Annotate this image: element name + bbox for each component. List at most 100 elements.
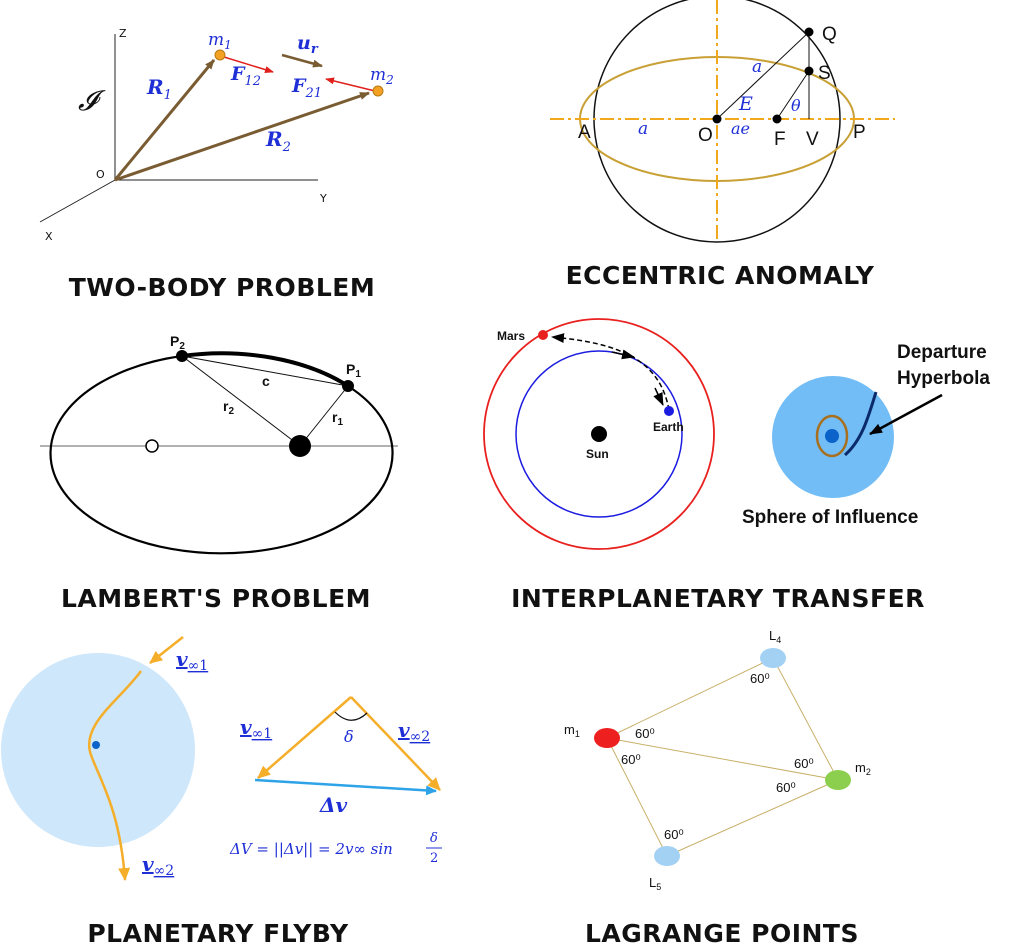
label-r2-sub: 2 — [228, 406, 234, 417]
label-r1: R1 — [146, 75, 172, 103]
label-p2: P2 — [170, 333, 185, 352]
lagrange-point-l4 — [760, 648, 786, 668]
edge-m1-m2 — [606, 737, 839, 781]
angle-at-l5: 60⁰ — [664, 827, 684, 842]
radius-r1 — [299, 385, 349, 447]
label-f21-base: F — [291, 75, 307, 97]
delta-v-vector — [254, 778, 437, 796]
caption-flyby: PLANETARY FLYBY — [87, 919, 349, 947]
label-m1-base: m — [208, 30, 224, 50]
angle-at-m2-upper: 60⁰ — [794, 756, 814, 771]
edge-l5-m2 — [666, 779, 839, 857]
vector-r1 — [113, 59, 216, 181]
panel-lagrange: L4 L5 m1 m2 60⁰ 60⁰ 60⁰ 60⁰ 60⁰ 60⁰ LAGR… — [564, 628, 871, 947]
formula-fraction-denominator: 2 — [430, 851, 438, 866]
panel-interplanetary: Mars Earth Sun Departure Hyperbola Spher… — [483, 318, 990, 613]
label-triangle-v-out-sub: ∞2 — [410, 729, 431, 745]
label-l4-sub: 4 — [776, 635, 781, 645]
delta-v-formula: ΔV = ||Δv|| = 2v∞ sin — [229, 840, 393, 858]
panel-two-body: Z Y X O 𝓘 m1 m2 R1 R2 F12 F21 ur TWO-BOD… — [39, 27, 394, 302]
earth — [664, 406, 674, 416]
origin-label: O — [96, 168, 105, 181]
label-l5-sub: 5 — [656, 882, 661, 892]
point-p1 — [342, 380, 354, 392]
unit-vector-ur — [281, 53, 323, 68]
hyperbola-pointer-arrow — [869, 393, 943, 436]
mars — [538, 330, 548, 340]
label-point-f: F — [774, 129, 786, 150]
label-r1-base: r — [332, 409, 338, 425]
axis-label-x: X — [45, 230, 53, 243]
label-point-o: O — [698, 125, 713, 146]
label-semi-major-top: a — [752, 57, 762, 77]
lagrange-point-l5 — [654, 846, 680, 866]
label-ur-base: u — [297, 32, 311, 54]
label-point-a: A — [578, 122, 591, 143]
label-r1-sub: 1 — [337, 417, 343, 428]
primary-mass-m1 — [594, 728, 620, 748]
label-m1-sub: 1 — [575, 729, 580, 739]
label-turn-angle: δ — [344, 727, 354, 746]
panel-eccentric-anomaly: A O F V P Q S a a ae E θ ECCENTRIC ANOMA… — [550, 0, 895, 290]
label-l5: L5 — [649, 875, 661, 892]
label-v-inf-out-base: v — [142, 852, 154, 876]
label-l5-base: L — [649, 875, 656, 890]
label-m2-sub: 2 — [385, 73, 394, 87]
sun — [591, 426, 607, 442]
label-p1: P1 — [346, 361, 361, 380]
line-f-s — [776, 70, 810, 120]
flyby-sphere — [1, 653, 195, 847]
label-sphere-of-influence: Sphere of Influence — [742, 507, 918, 528]
line-o-q — [716, 31, 810, 120]
lambert-orbit-thin-arc — [49, 354, 394, 555]
label-eccentric-anomaly: E — [738, 93, 753, 115]
label-f12-sub: 12 — [245, 74, 262, 89]
point-o — [712, 114, 722, 124]
label-triangle-v-out-base: v — [398, 718, 410, 742]
planet-in-soi — [825, 429, 839, 443]
edge-l4-m2 — [772, 657, 839, 781]
label-v-inf-out-sub: ∞2 — [154, 863, 175, 879]
label-m2: m2 — [370, 65, 394, 87]
triangle-v-inf-out — [350, 696, 441, 791]
label-v-inf-in-base: v — [176, 647, 188, 671]
label-r2-base: r — [223, 398, 229, 414]
secondary-mass-m2 — [825, 770, 851, 790]
mass-m1 — [214, 49, 226, 61]
point-s — [804, 66, 814, 76]
label-mars: Mars — [497, 329, 525, 343]
label-triangle-v-in: v∞1 — [240, 715, 272, 742]
label-l4: L4 — [769, 628, 781, 645]
label-triangle-v-in-sub: ∞1 — [252, 726, 273, 742]
angle-at-m1-lower: 60⁰ — [621, 752, 641, 767]
label-m1-base: m — [564, 722, 575, 737]
label-earth: Earth — [653, 420, 684, 434]
label-ur-sub: r — [311, 42, 319, 57]
label-p1-base: P — [346, 361, 355, 377]
mass-m2 — [372, 85, 384, 97]
attractor-focus — [289, 435, 311, 457]
flyby-trajectory — [87, 670, 143, 881]
x-axis — [39, 179, 116, 223]
label-v-inf-out: v∞2 — [142, 852, 174, 879]
label-r2-sub: 2 — [282, 140, 291, 155]
label-m2: m2 — [855, 760, 871, 777]
force-f21-arrow — [325, 77, 376, 92]
label-f21-sub: 21 — [305, 86, 323, 101]
angle-at-l4: 60⁰ — [750, 671, 770, 686]
flyby-planet — [92, 741, 100, 749]
earth-direction-arrow — [653, 387, 664, 406]
label-p1-sub: 1 — [355, 369, 361, 380]
label-semi-major-left: a — [638, 119, 648, 139]
label-m1: m1 — [208, 30, 232, 52]
lambert-transfer-arc — [181, 351, 350, 388]
label-v-inf-in: v∞1 — [176, 647, 208, 674]
label-m1: m1 — [564, 722, 580, 739]
vector-r2 — [114, 91, 370, 182]
axis-label-y: Y — [319, 192, 327, 205]
label-point-q: Q — [822, 24, 837, 45]
label-ur: ur — [297, 32, 319, 57]
label-l4-base: L — [769, 628, 776, 643]
caption-interplanetary: INTERPLANETARY TRANSFER — [511, 584, 925, 613]
incoming-arrow — [149, 636, 184, 664]
